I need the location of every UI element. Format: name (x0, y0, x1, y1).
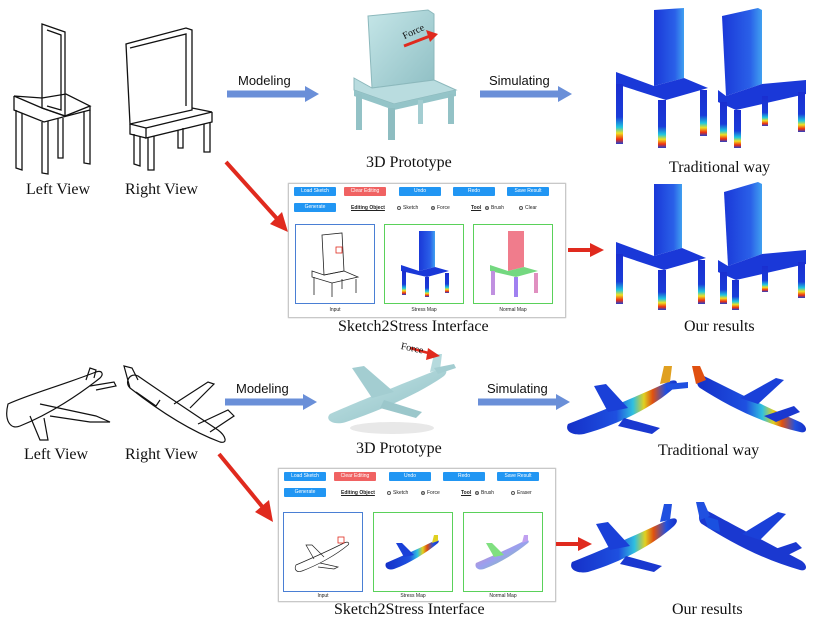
radio-checked-icon (485, 206, 489, 210)
tool-label: Tool (471, 205, 482, 211)
radio-checked-icon (421, 491, 425, 495)
redo-button[interactable]: Redo (443, 472, 485, 481)
input-caption: Input (329, 307, 341, 313)
option-clear[interactable]: Clear (519, 204, 537, 212)
chair-normal-map (490, 231, 538, 297)
stress-map-view (384, 224, 464, 304)
caption-left-view-plane: Left View (24, 446, 89, 463)
chair-stress-results (616, 182, 806, 310)
stress-map-caption: Stress Map (400, 593, 426, 599)
red-arrow-interface-to-results-chair (568, 243, 604, 257)
plane-normal-map (475, 535, 529, 570)
caption-right-view-chair: Right View (125, 181, 198, 198)
save-result-button[interactable]: Save Result (507, 187, 549, 196)
label-modeling-plane: Modeling (236, 381, 289, 396)
red-arrow-interface-to-results-plane (556, 537, 592, 551)
plane-stress-results (571, 502, 806, 573)
input-canvas[interactable] (295, 224, 375, 304)
modeling-arrow-plane (225, 394, 317, 410)
caption-prototype-chair: 3D Prototype (366, 154, 452, 171)
red-arrow-plane-to-interface (217, 452, 273, 522)
label-simulating-chair: Simulating (489, 73, 550, 88)
generate-button[interactable]: Generate (294, 203, 336, 212)
editing-object-label: Editing Object (351, 205, 385, 211)
radio-icon (519, 206, 523, 210)
plane-prototype (328, 346, 456, 434)
undo-button[interactable]: Undo (389, 472, 431, 481)
radio-checked-icon (431, 206, 435, 210)
editing-object-label: Editing Object (341, 490, 375, 496)
caption-our-results-chair: Our results (684, 318, 755, 335)
simulating-arrow-plane (478, 394, 570, 410)
save-result-button[interactable]: Save Result (497, 472, 539, 481)
modeling-arrow-chair (227, 86, 319, 102)
plane-sketch-right (123, 365, 235, 443)
caption-interface-chair: Sketch2Stress Interface (338, 318, 489, 335)
normal-map-caption: Normal Map (489, 593, 517, 599)
caption-traditional-plane: Traditional way (658, 442, 760, 459)
caption-left-view-chair: Left View (26, 181, 91, 198)
chair-input-sketch (311, 232, 360, 297)
radio-icon (387, 491, 391, 495)
undo-button[interactable]: Undo (399, 187, 441, 196)
simulating-arrow-chair (480, 86, 572, 102)
load-sketch-button[interactable]: Load Sketch (294, 187, 336, 196)
option-force[interactable]: Force (431, 204, 450, 212)
option-eraser[interactable]: Eraser (511, 489, 532, 497)
caption-traditional-chair: Traditional way (669, 159, 771, 176)
input-caption: Input (317, 593, 329, 599)
chair-sketch-right (125, 27, 213, 171)
plane-stress-map (385, 535, 439, 570)
label-modeling-chair: Modeling (238, 73, 291, 88)
stress-map-caption: Stress Map (411, 307, 437, 313)
label-simulating-plane: Simulating (487, 381, 548, 396)
caption-interface-plane: Sketch2Stress Interface (334, 601, 485, 618)
radio-checked-icon (475, 491, 479, 495)
caption-our-results-plane: Our results (672, 601, 743, 618)
plane-sketch-left (6, 367, 117, 441)
clear-editing-button[interactable]: Clear Editing (344, 187, 386, 196)
input-canvas[interactable] (283, 512, 363, 592)
load-sketch-button[interactable]: Load Sketch (284, 472, 326, 481)
normal-map-view (473, 224, 553, 304)
plane-input-sketch (294, 536, 350, 572)
generate-button[interactable]: Generate (284, 488, 326, 497)
option-sketch[interactable]: Sketch (387, 489, 408, 497)
option-brush[interactable]: Brush (485, 204, 504, 212)
chair-stress-map (401, 231, 449, 297)
red-arrow-chair-to-interface (224, 160, 288, 232)
radio-icon (511, 491, 515, 495)
caption-prototype-plane: 3D Prototype (356, 440, 442, 457)
chair-sketch-left (13, 23, 92, 175)
option-brush[interactable]: Brush (475, 489, 494, 497)
option-force[interactable]: Force (421, 489, 440, 497)
sketch2stress-panel-chair: Load Sketch Clear Editing Undo Redo Save… (288, 183, 566, 318)
caption-right-view-plane: Right View (125, 446, 198, 463)
plane-stress-traditional (567, 366, 806, 435)
option-sketch[interactable]: Sketch (397, 204, 418, 212)
chair-stress-traditional (616, 8, 806, 148)
sketch2stress-panel-plane: Load Sketch Clear Editing Undo Redo Save… (278, 468, 556, 602)
normal-map-caption: Normal Map (499, 307, 527, 313)
normal-map-view (463, 512, 543, 592)
redo-button[interactable]: Redo (453, 187, 495, 196)
tool-label: Tool (461, 490, 472, 496)
clear-editing-button[interactable]: Clear Editing (334, 472, 376, 481)
chair-prototype (353, 9, 458, 140)
stress-map-view (373, 512, 453, 592)
radio-icon (397, 206, 401, 210)
